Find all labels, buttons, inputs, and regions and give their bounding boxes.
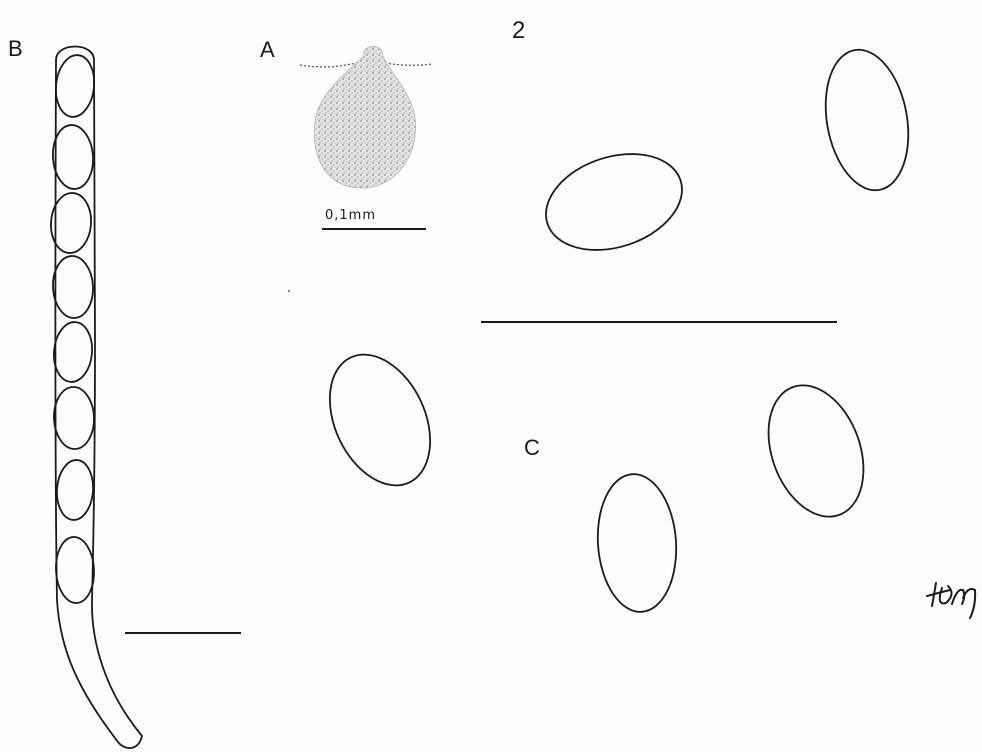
panel-a-scale-label: 0,1mm [325,208,376,223]
ascus-wall [55,47,142,749]
ascoma-body [314,46,415,188]
spore-c-5 [593,471,680,614]
speck [288,290,290,292]
ascospore-2 [51,124,95,191]
ascospore-6 [53,386,95,449]
panel-b-ascus [49,47,142,749]
ascospore-4 [51,255,94,319]
substrate-surface-right [385,63,432,65]
figure-number: 2 [512,17,525,44]
panel-a-ascoma [300,46,432,188]
spore-c-1 [534,138,695,267]
ascospore-7 [55,459,95,521]
panel-c-label: C [524,435,540,460]
spore-c-4 [751,372,880,530]
ascospore-5 [51,320,94,383]
spore-c-3 [310,338,450,501]
panel-a-label: A [260,37,275,62]
substrate-surface-left [300,62,360,67]
ascospore-1 [53,53,97,119]
artist-signature [927,583,975,618]
panel-b-label: B [8,36,23,61]
spore-c-2 [815,43,918,197]
ascospore-8 [54,536,95,604]
